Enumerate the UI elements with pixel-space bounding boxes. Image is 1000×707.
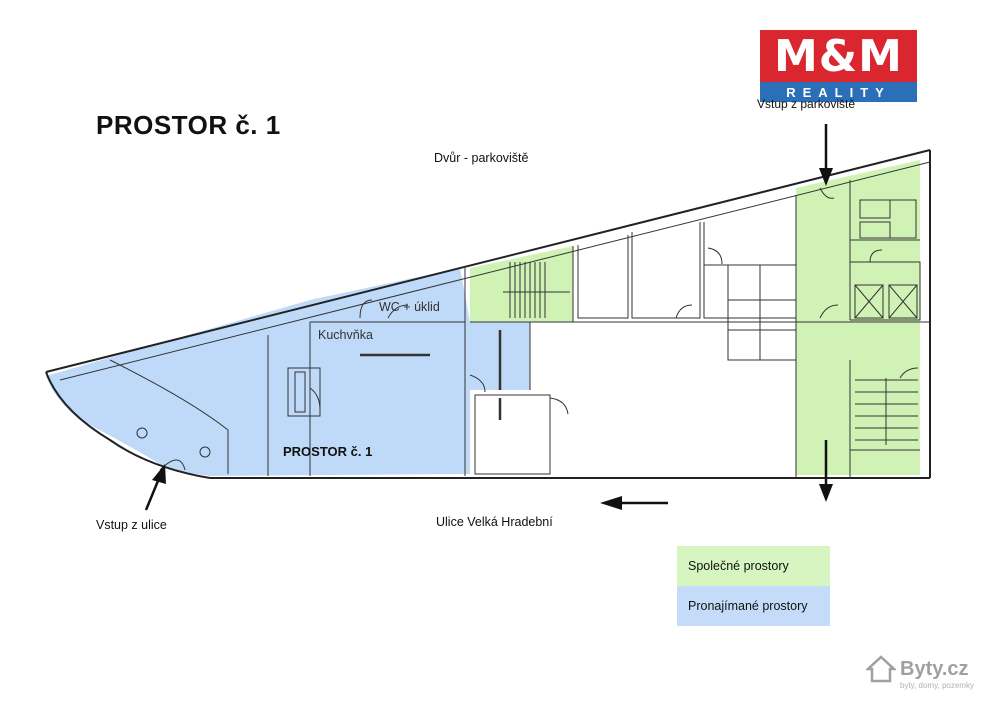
legend-shared: Společné prostory (677, 546, 830, 586)
watermark-tagline: byty, domy, pozemky (900, 681, 974, 690)
watermark-brand: Byty.cz (900, 657, 969, 680)
outer-wall-curve (45, 371, 211, 479)
mm-reality-logo: M&M REALITY (760, 30, 917, 102)
kitchen-label: Kuchvňka (318, 328, 373, 342)
street-label: Ulice Velká Hradební (436, 515, 553, 529)
space-label: PROSTOR č. 1 (283, 444, 373, 459)
watermark: Byty.cz byty, domy, pozemky (866, 655, 974, 690)
outer-wall-diagonal (45, 149, 931, 373)
house-icon (866, 655, 896, 683)
wc-label: WC + úklid (379, 300, 440, 314)
courtyard-label: Dvůr - parkoviště (434, 151, 529, 165)
arrow-street-entrance (144, 475, 162, 511)
shared-area-stairs (470, 246, 573, 322)
logo-top: M&M (760, 30, 917, 82)
street-entrance-label: Vstup z ulice (96, 518, 167, 532)
legend-rented: Pronajímané prostory (677, 586, 830, 626)
parking-entrance-label: Vstup z parkoviště (757, 97, 856, 111)
logo-bottom: REALITY (760, 82, 917, 102)
legend-rented-label: Pronajímané prostory (688, 599, 808, 613)
page-title: PROSTOR č. 1 (96, 110, 281, 140)
legend-shared-label: Společné prostory (688, 559, 789, 573)
